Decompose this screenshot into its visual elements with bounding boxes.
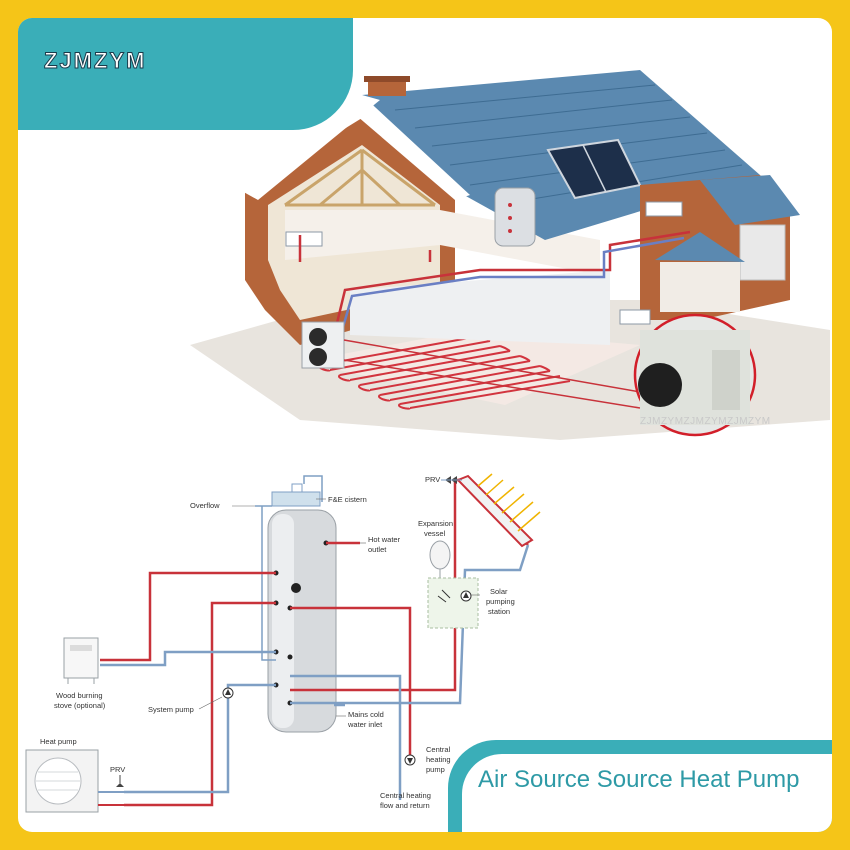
radiator-right	[645, 201, 683, 217]
label-hot-water-1: Hot water	[368, 535, 401, 544]
sun-rays	[477, 473, 541, 532]
label-solar-1: Solar	[490, 587, 508, 596]
label-expansion-1: Expansion	[418, 519, 453, 528]
radiator-left	[285, 231, 323, 247]
expansion-vessel	[429, 540, 451, 570]
porch-roof	[655, 232, 745, 262]
system-diagram: Overflow F&E cistern Hot water outlet PR…	[25, 473, 541, 813]
label-central-flow-1: Central heating	[380, 791, 431, 800]
label-hot-water-2: outlet	[368, 545, 387, 554]
front-roof-edge	[350, 95, 470, 200]
label-overflow: Overflow	[190, 501, 220, 510]
label-solar-2: pumping	[486, 597, 515, 606]
label-central-flow-2: flow and return	[380, 801, 430, 810]
radiator-lower	[619, 309, 651, 325]
underfloor-area	[300, 330, 640, 405]
footer-band-inner	[462, 754, 832, 832]
chimney	[368, 80, 406, 96]
house-pipes	[298, 230, 691, 356]
label-fe-cistern: F&E cistern	[328, 495, 367, 504]
solar-pumping-station	[427, 577, 479, 629]
label-central-pump-3: pump	[426, 765, 445, 774]
label-system-pump: System pump	[148, 705, 194, 714]
label-heat-pump: Heat pump	[40, 737, 77, 746]
footer-band	[448, 740, 832, 832]
fe-cistern	[271, 491, 321, 507]
roof-truss	[284, 148, 436, 207]
interior-lower-rooms	[350, 270, 610, 345]
house-illustration	[190, 70, 830, 440]
right-wing-roof	[700, 175, 800, 225]
bottom-prv-valve	[116, 783, 124, 787]
footer-title: Air Source Source Heat Pump	[478, 766, 800, 793]
watermark: ZJMZYMZJMZYMZJMZYM	[640, 416, 771, 427]
wood-burning-stove	[63, 637, 99, 679]
label-prv-bottom: PRV	[110, 765, 125, 774]
page-frame: Overflow F&E cistern Hot water outlet PR…	[18, 18, 832, 832]
brand-tab: ZJMZYM	[18, 18, 353, 130]
porch	[660, 262, 740, 312]
scene: Overflow F&E cistern Hot water outlet PR…	[25, 70, 830, 813]
label-solar-3: station	[488, 607, 510, 616]
cold-pipes	[100, 544, 530, 800]
chimney-cap	[364, 76, 410, 82]
label-prv-top: PRV	[425, 475, 440, 484]
immersion-port	[291, 583, 301, 593]
left-roof-edge	[240, 95, 380, 200]
label-central-pump-1: Central	[426, 745, 451, 754]
label-mains-cold-1: Mains cold	[348, 710, 384, 719]
label-central-pump-2: heating	[426, 755, 451, 764]
label-mains-cold-2: water inlet	[347, 720, 383, 729]
garage-door	[739, 224, 786, 281]
cistern-pipes	[255, 475, 323, 661]
indoor-cylinder	[494, 187, 536, 247]
label-wood-stove-1: Wood burning	[56, 691, 103, 700]
brand-logo: ZJMZYM	[43, 48, 147, 74]
solar-collector	[456, 474, 534, 548]
label-expansion-2: vessel	[424, 529, 446, 538]
label-wood-stove-2: stove (optional)	[54, 701, 106, 710]
